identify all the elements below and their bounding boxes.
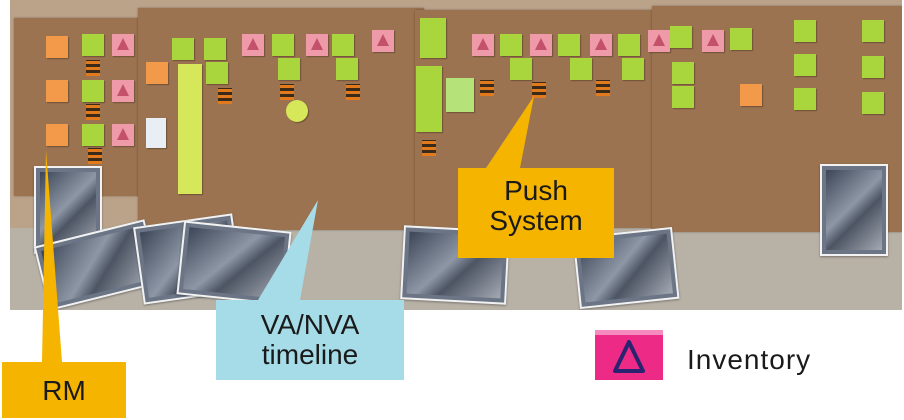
sticky-note bbox=[558, 34, 580, 56]
sticky-note bbox=[730, 28, 752, 50]
sticky-note bbox=[500, 34, 522, 56]
sticky-note bbox=[46, 124, 68, 146]
sticky-note bbox=[648, 30, 670, 52]
rm-label: RM bbox=[42, 375, 86, 406]
sticky-note bbox=[46, 80, 68, 102]
sticky-note bbox=[82, 124, 104, 146]
push-system-callout-shape bbox=[458, 96, 614, 258]
sticky-note bbox=[794, 20, 816, 42]
sticky-note bbox=[862, 56, 884, 78]
sticky-note bbox=[82, 34, 104, 56]
push-arrow-marker bbox=[422, 140, 436, 156]
inventory-legend-swatch bbox=[595, 330, 663, 380]
push-arrow-marker bbox=[86, 104, 100, 120]
sticky-note bbox=[510, 58, 532, 80]
sticky-note bbox=[670, 26, 692, 48]
sticky-note bbox=[862, 20, 884, 42]
sticky-note bbox=[306, 34, 328, 56]
sticky-note bbox=[172, 38, 194, 60]
sticky-note bbox=[570, 58, 592, 80]
sticky-note bbox=[242, 34, 264, 56]
sticky-note bbox=[416, 66, 442, 132]
sticky-note bbox=[420, 18, 446, 58]
push-arrow-marker bbox=[86, 60, 100, 76]
sticky-note bbox=[278, 58, 300, 80]
push-system-label-line1: Push bbox=[504, 175, 568, 206]
sticky-note bbox=[178, 64, 202, 194]
sticky-note bbox=[332, 34, 354, 56]
push-arrow-marker bbox=[280, 84, 294, 100]
sticky-note bbox=[112, 124, 134, 146]
sticky-note bbox=[286, 100, 308, 122]
sticky-note bbox=[146, 62, 168, 84]
push-system-label-line2: System bbox=[489, 205, 583, 236]
push-arrow-marker bbox=[88, 148, 102, 164]
va-nva-timeline-label: VA/NVA timeline bbox=[216, 310, 404, 370]
sticky-note bbox=[46, 36, 68, 58]
sticky-note bbox=[794, 88, 816, 110]
sticky-note bbox=[740, 84, 762, 106]
sticky-note bbox=[336, 58, 358, 80]
push-arrow-marker bbox=[218, 88, 232, 104]
inventory-legend-label: Inventory bbox=[687, 344, 812, 375]
sticky-note bbox=[206, 62, 228, 84]
sticky-note bbox=[204, 38, 226, 60]
sticky-note bbox=[590, 34, 612, 56]
sticky-note bbox=[446, 78, 474, 112]
push-arrow-marker bbox=[532, 82, 546, 98]
sticky-note bbox=[272, 34, 294, 56]
sticky-note bbox=[618, 34, 640, 56]
value-stream-map-photo bbox=[10, 0, 902, 310]
sticky-note bbox=[82, 80, 104, 102]
sticky-note bbox=[472, 34, 494, 56]
push-arrow-marker bbox=[596, 80, 610, 96]
printed-photo bbox=[820, 164, 888, 256]
sticky-note bbox=[112, 80, 134, 102]
sticky-note bbox=[794, 54, 816, 76]
va-nva-label-line1: VA/NVA bbox=[260, 309, 360, 340]
inventory-triangle-icon bbox=[613, 340, 645, 373]
sticky-note bbox=[372, 30, 394, 52]
sticky-note bbox=[530, 34, 552, 56]
sticky-note bbox=[112, 34, 134, 56]
rm-callout-shape bbox=[2, 150, 126, 418]
va-nva-label-line2: timeline bbox=[261, 339, 359, 370]
push-system-label: Push System bbox=[458, 176, 614, 236]
va-nva-callout-shape bbox=[216, 200, 404, 380]
sticky-note bbox=[146, 118, 166, 148]
push-arrow-marker bbox=[346, 84, 360, 100]
sticky-note bbox=[862, 92, 884, 114]
sticky-note bbox=[672, 62, 694, 84]
frame-edge bbox=[902, 0, 904, 420]
sticky-note bbox=[702, 30, 724, 52]
sticky-note bbox=[672, 86, 694, 108]
sticky-note bbox=[622, 58, 644, 80]
push-arrow-marker bbox=[480, 80, 494, 96]
